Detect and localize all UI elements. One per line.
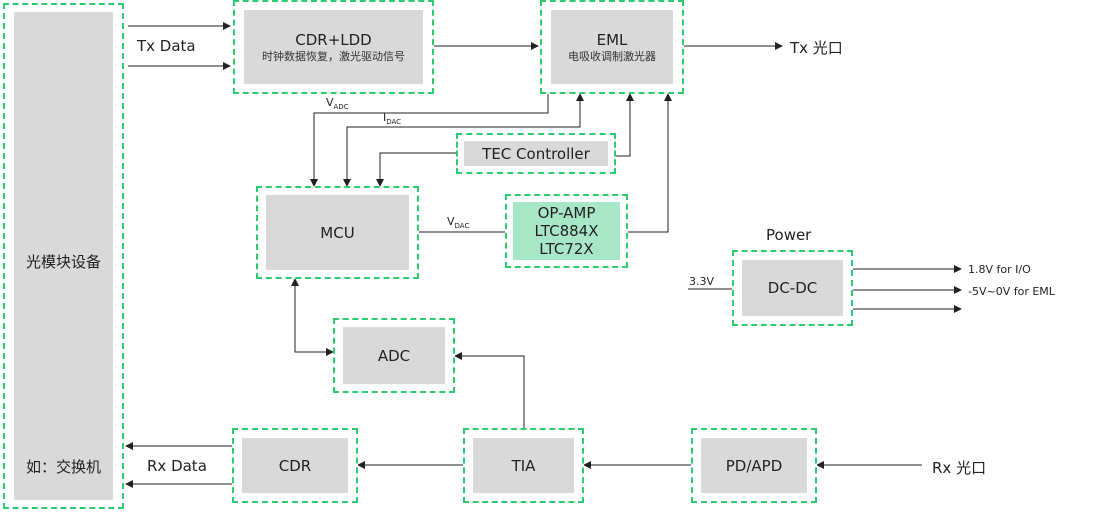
v-adc-sub: ADC <box>333 103 349 112</box>
cdr-ldd-subtitle: 时钟数据恢复，激光驱动信号 <box>262 49 405 63</box>
v-adc-label: VADC <box>326 96 349 111</box>
tec-controller-title: TEC Controller <box>482 144 590 163</box>
eml-fill: EML 电吸收调制激光器 <box>551 10 673 84</box>
tec-to-mcu-line <box>376 152 456 187</box>
i-dac-label: IDAC <box>383 111 401 126</box>
adc-fill: ADC <box>343 327 445 384</box>
v-dac-label: VDAC <box>447 215 469 230</box>
opamp-to-eml-line <box>628 93 672 233</box>
device-subtitle: 如：交换机 <box>25 458 101 476</box>
cdr-ldd-title: CDR+LDD <box>295 30 372 49</box>
tia-title: TIA <box>511 456 536 475</box>
mcu-title: MCU <box>320 223 355 242</box>
pd-apd-fill: PD/APD <box>701 438 807 493</box>
tec-controller-block: TEC Controller <box>456 133 616 174</box>
power-label: Power <box>766 226 812 244</box>
opamp-line-2: LTC884X <box>534 222 599 240</box>
opamp-line-1: OP-AMP <box>537 204 596 222</box>
power-in-label: 3.3V <box>689 275 715 288</box>
cdr-ldd-fill: CDR+LDD 时钟数据恢复，激光驱动信号 <box>244 10 423 84</box>
dc-dc-block: DC-DC <box>732 250 853 326</box>
opamp-line-3: LTC72X <box>539 240 594 258</box>
eml-title: EML <box>596 30 628 49</box>
mcu-fill: MCU <box>266 195 409 270</box>
opamp-fill: OP-AMP LTC884X LTC72X <box>513 202 620 260</box>
eml-subtitle: 电吸收调制激光器 <box>568 49 656 63</box>
tec-to-eml-line <box>616 93 634 157</box>
dc-dc-title: DC-DC <box>767 279 818 297</box>
power-out-eml-label: -5V~0V for EML <box>968 285 1055 298</box>
mcu-adc-line <box>291 278 334 356</box>
tia-block: TIA <box>463 428 584 503</box>
tec-controller-fill: TEC Controller <box>464 141 608 166</box>
pd-apd-title: PD/APD <box>725 456 783 475</box>
mcu-block: MCU <box>256 186 419 279</box>
opamp-block: OP-AMP LTC884X LTC72X <box>505 194 628 268</box>
optical-module-device-block: 光模块设备 如：交换机 <box>3 3 124 509</box>
i-dac-line <box>343 93 584 187</box>
adc-title: ADC <box>377 346 411 365</box>
v-dac-main: V <box>447 215 455 228</box>
i-dac-main: I <box>383 111 387 124</box>
pd-apd-block: PD/APD <box>691 428 817 503</box>
power-out-io-label: 1.8V for I/O <box>968 263 1031 276</box>
cdr-rx-block: CDR <box>232 428 358 503</box>
v-adc-main: V <box>326 96 334 109</box>
cdr-rx-fill: CDR <box>242 438 348 493</box>
adc-block: ADC <box>333 318 455 393</box>
device-fill: 光模块设备 如：交换机 <box>14 12 113 500</box>
tx-port-label: Tx 光口 <box>790 39 843 57</box>
tia-fill: TIA <box>473 438 574 493</box>
cdr-ldd-block: CDR+LDD 时钟数据恢复，激光驱动信号 <box>233 0 434 94</box>
i-dac-sub: DAC <box>386 118 402 127</box>
dc-dc-fill: DC-DC <box>742 260 843 316</box>
device-title: 光模块设备 <box>25 253 101 271</box>
rx-data-label: Rx Data <box>147 457 207 475</box>
eml-block: EML 电吸收调制激光器 <box>540 0 684 94</box>
v-dac-sub: DAC <box>454 222 470 231</box>
tia-to-adc-line <box>454 352 525 428</box>
rx-port-label: Rx 光口 <box>932 459 987 477</box>
tx-data-label: Tx Data <box>137 37 196 55</box>
cdr-rx-title: CDR <box>278 456 312 475</box>
